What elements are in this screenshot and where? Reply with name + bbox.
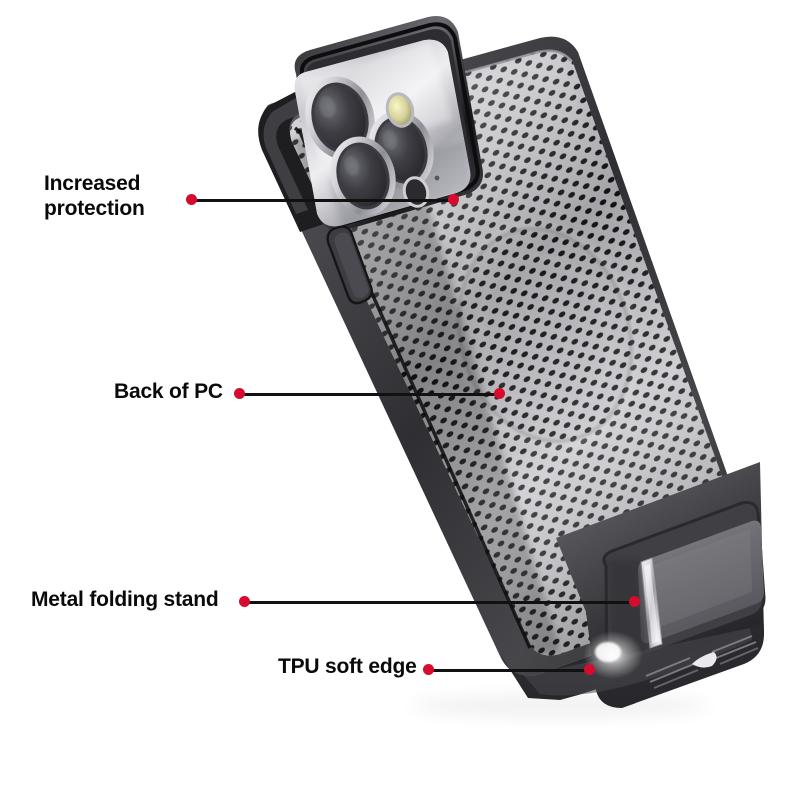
kickstand-plate	[638, 520, 764, 644]
callout-label-increased-protection: Increased protection	[44, 172, 145, 221]
leader-line-back-of-pc	[243, 393, 499, 396]
callout-label-metal-folding-stand: Metal folding stand	[31, 588, 219, 611]
leader-line-tpu-soft-edge	[432, 669, 589, 672]
charging-port	[692, 652, 717, 668]
corner-highlight	[263, 92, 312, 214]
leader-dot-start-back-of-pc	[234, 388, 245, 399]
leader-dot-start-metal-folding-stand	[239, 596, 250, 607]
leader-line-increased-protection	[195, 199, 453, 202]
leader-dot-end-back-of-pc	[494, 388, 505, 399]
leader-dot-end-metal-folding-stand	[629, 596, 640, 607]
side-button	[326, 225, 374, 305]
phone-case-body	[258, 16, 766, 718]
leader-dot-end-tpu-soft-edge	[584, 664, 595, 675]
camera-lens-3	[330, 136, 396, 216]
callout-label-tpu-soft-edge: TPU soft edge	[278, 655, 417, 678]
leader-dot-end-increased-protection	[448, 194, 459, 205]
microphone-hole	[434, 175, 440, 181]
callout-label-back-of-pc: Back of PC	[114, 380, 223, 403]
camera-module	[294, 16, 484, 231]
leader-line-metal-folding-stand	[248, 601, 634, 604]
camera-flash	[385, 92, 415, 128]
tpu-bumper-bottom-edge	[500, 622, 764, 708]
leader-dot-start-tpu-soft-edge	[423, 664, 434, 675]
camera-lens-1	[305, 76, 375, 160]
leader-dot-start-increased-protection	[186, 194, 197, 205]
speaker-grille	[645, 635, 759, 689]
